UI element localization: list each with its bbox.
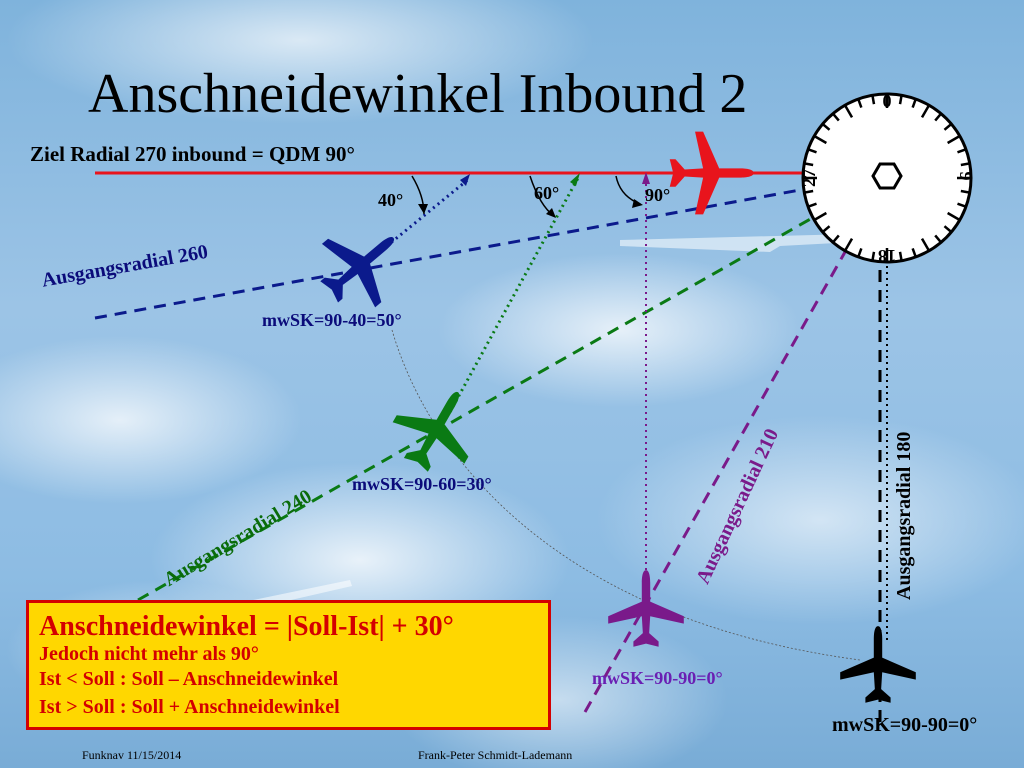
compass-tick bbox=[843, 104, 854, 119]
footer-right: Frank-Peter Schmidt-Lademann bbox=[418, 748, 573, 762]
radial-240-line bbox=[137, 173, 889, 602]
compass-tick bbox=[934, 112, 942, 122]
page-title: Anschneidewinkel Inbound 2 bbox=[88, 63, 748, 125]
compass-tick bbox=[832, 112, 840, 122]
intercept-arc bbox=[391, 329, 861, 661]
compass-tick bbox=[843, 237, 854, 252]
compass-tick bbox=[957, 202, 967, 208]
compass-tick bbox=[804, 189, 814, 194]
compass-tick bbox=[857, 98, 863, 108]
compass-9: 9 bbox=[956, 172, 976, 181]
compass-18: 18 bbox=[878, 246, 896, 266]
compass-tick bbox=[871, 251, 876, 261]
green-intercept-track bbox=[448, 177, 580, 413]
compass-tick bbox=[920, 104, 931, 119]
compass-tick bbox=[871, 95, 876, 105]
compass-tick bbox=[960, 189, 970, 194]
compass-tick bbox=[920, 237, 931, 252]
red-airplane-icon bbox=[669, 131, 754, 215]
footer-left: Funknav 11/15/2014 bbox=[82, 748, 182, 762]
radial-210-line bbox=[583, 175, 890, 713]
compass-tick bbox=[807, 202, 817, 208]
compass-tick bbox=[943, 225, 953, 233]
compass-tick bbox=[807, 148, 817, 154]
angle-label-90: 90° bbox=[645, 185, 671, 205]
background-airplanes bbox=[60, 232, 930, 646]
compass-tick bbox=[813, 211, 828, 222]
heading-label-green: mwSK=90-60=30° bbox=[352, 474, 492, 494]
compass-0: 0 bbox=[883, 91, 892, 111]
formula-line-2: Jedoch nicht mehr als 90° bbox=[39, 643, 259, 665]
heading-label-black: mwSK=90-90=0° bbox=[832, 714, 978, 736]
formula-line-3: Ist < Soll : Soll – Anschneidewinkel bbox=[39, 668, 339, 690]
green-airplane-icon bbox=[380, 371, 494, 486]
formula-line-1: Anschneidewinkel = |Soll-Ist| + 30° bbox=[39, 611, 454, 642]
formula-box: Anschneidewinkel = |Soll-Ist| + 30° Jedo… bbox=[26, 600, 551, 730]
compass-tick bbox=[946, 211, 961, 222]
compass-tick bbox=[857, 248, 863, 258]
compass-tick bbox=[813, 134, 828, 145]
angle-arc-90 bbox=[615, 175, 641, 205]
compass-tick bbox=[943, 123, 953, 131]
compass-tick bbox=[957, 148, 967, 154]
compass-tick bbox=[911, 248, 917, 258]
target-radial-label: Ziel Radial 270 inbound = QDM 90° bbox=[30, 142, 355, 166]
compass-tick bbox=[911, 98, 917, 108]
compass-tick bbox=[946, 134, 961, 145]
formula-line-4: Ist > Soll : Soll + Anschneidewinkel bbox=[39, 696, 340, 718]
compass-tick bbox=[821, 123, 831, 131]
purple-airplane-icon bbox=[608, 570, 684, 647]
angle-label-60: 60° bbox=[534, 183, 560, 203]
compass-tick bbox=[832, 234, 840, 244]
compass-tick bbox=[934, 234, 942, 244]
black-airplane-icon bbox=[840, 626, 916, 703]
blue-airplane-icon bbox=[302, 206, 421, 324]
radial-180-label: Ausgangsradial 180 bbox=[893, 431, 915, 600]
compass-tick bbox=[821, 225, 831, 233]
vor-station-icon bbox=[871, 162, 903, 190]
compass-tick bbox=[898, 251, 903, 261]
heading-label-purple: mwSK=90-90=0° bbox=[592, 668, 723, 688]
compass-27: 27 bbox=[799, 169, 819, 187]
blue-intercept-track bbox=[381, 176, 471, 252]
compass-tick bbox=[898, 95, 903, 105]
angle-label-40: 40° bbox=[378, 190, 404, 210]
compass-tick bbox=[804, 162, 814, 167]
compass-tick bbox=[960, 162, 970, 167]
compass-icon: 0 9 18 27 bbox=[799, 91, 976, 266]
heading-label-blue: mwSK=90-40=50° bbox=[262, 310, 402, 330]
radial-260-line bbox=[94, 172, 889, 320]
